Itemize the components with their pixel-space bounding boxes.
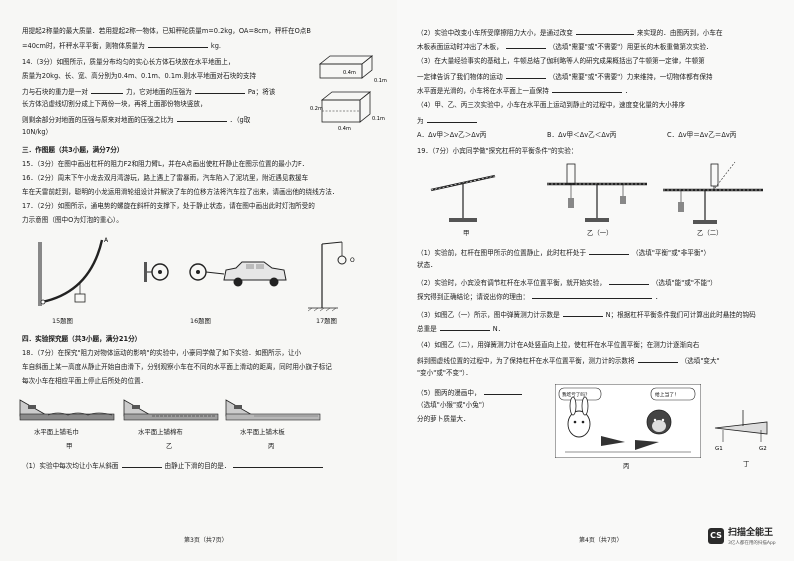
text-line: 质量为20kg、长、宽、高分别为0.4m、0.1m、0.1m.则水平地面对石块的… [22, 72, 257, 80]
carrot-balance-figure: G1 G2 [714, 410, 768, 452]
text-line: 用提起2称量的最大质量．若用提起2称一物体，已知秤砣质量m=0.2kg，OA=8… [22, 27, 311, 35]
cartoon-label-bing: 丙 [623, 462, 630, 470]
camscanner-logo-icon: CS [708, 528, 724, 544]
text-line: 为 [417, 115, 480, 125]
question-19-5: （5）图丙的漫画中， [417, 387, 525, 397]
right-page: （2）实验中改变小车所受摩擦阻力大小，是通过改变来实现的．由图丙到，小车在 木板… [397, 0, 794, 561]
question-18: 18．（7分）在探究"阻力对物体运动的影响"的实验中，小豪同学做了如下实验．如图… [22, 349, 302, 357]
figure-16-pulleys-car [144, 261, 287, 287]
option-a: A．Δv甲＞Δv乙＞Δv丙 [417, 131, 487, 139]
lamp-center-label: O [350, 257, 355, 264]
question-19-1: （1）实验前，杠杆在图甲所示的位置静止，此时杠杆处于（选填"平衡"或"非平衡"） [417, 249, 711, 257]
g1-label: G1 [715, 446, 723, 452]
text-line: 10N/kg） [22, 128, 53, 136]
ramp-label-bing: 丙 [268, 442, 275, 450]
text-line: 木板表面运动时冲出了木板，（选填"需要"或"不需要"）用更长的木板重做第次实验． [417, 43, 713, 51]
text-line: 探究得到正确结论；请说出你的理由：． [417, 293, 662, 301]
question-18-1: （1）实验中每次均让小车从斜面由静止下滑的目的是． [22, 460, 326, 470]
text-line: 水平面是光滑的，小车将在水平面上一直保持． [417, 87, 632, 95]
question-16: 16．（2分）周末下午小龙去双月湾游玩，路上遇上了雷暴雨，汽车陷入了泥坑里，附近… [22, 174, 309, 182]
option-c: C．Δv甲＝Δv乙＝Δv丙 [667, 131, 737, 139]
watermark-slogan: 3亿人都在用的扫描App [728, 541, 776, 546]
lever-label-yi-1: 乙（一） [587, 229, 613, 237]
monkey-speech-bubble: 给上当了！ [655, 391, 679, 398]
left-page: 用提起2称量的最大质量．若用提起2称一物体，已知秤砣质量m=0.2kg，OA=8… [19, 27, 387, 544]
rabbit-speech-bubble: 我吃亏了吗？ [562, 391, 590, 398]
block-height-label: 0.1m [374, 78, 387, 84]
ramp-cotton-figure [123, 399, 219, 421]
ramp-label-jia: 甲 [66, 442, 73, 450]
question-18-2: （2）实验中改变小车所受摩擦阻力大小，是通过改变来实现的．由图丙到，小车在 [417, 29, 723, 37]
section-heading: 四．实验探究题（共3小题，满分21分） [22, 335, 142, 343]
figure-15-lever: A [38, 237, 109, 306]
question-14: 14.（3分）如图所示，质量分布均匀的实心长方体石块放在水平地面上， [22, 58, 235, 66]
text-line: 车在天雷前赶到，聪明的小龙运用滑轮组设计并解決了车的位移方法将汽车拉了出来，请画… [22, 188, 339, 196]
block2-height-label: 0.1m [372, 116, 385, 122]
rabbit-monkey-cartoon: 我吃亏了吗？ 给上当了！ [555, 384, 701, 458]
text-line: 状态． [417, 261, 437, 269]
text-line: 力示意图（图中O为灯泡的重心）。 [22, 216, 123, 224]
section-heading: 三．作图题（共3小题，满分7分） [22, 146, 124, 154]
question-18-3: （3）在大量经验事实的基础上，牛顿总结了伽利略等人的研究成果概括出了牛顿第一定律… [417, 57, 705, 65]
lever-label-yi-2: 乙（二） [697, 229, 723, 237]
figure-17-lamp: O [307, 241, 355, 312]
question-19-2: （2）实验时，小宾没有调节杠杆在水平位置平衡，就开始实验，（选填"能"或"不能"… [417, 279, 717, 287]
question-15: 15．（3分）在图中画出杠杆的阻力F2和阻力臂L，并在A点画出使杠杆静止在图示位… [22, 160, 309, 168]
block-figure: 0.4m 0.1m 0.2m 0.1m 0.4m [310, 55, 387, 132]
ramp-wood-figure [225, 399, 321, 421]
text-line: 每次小车在相应平面上停止后所处的位置． [22, 377, 148, 385]
text-line: "变小"或"不变"）． [417, 369, 472, 377]
block2-length-label: 0.4m [338, 126, 351, 132]
figure-17-caption: 17题图 [316, 317, 337, 325]
figure-16-caption: 16题图 [190, 317, 211, 325]
lever-figure-yi-2 [663, 161, 763, 224]
text-line: 一定律告诉了我们物体的运动（选填"需要"或"不需要"）力来维持，一切物体都有保持 [417, 73, 713, 81]
page-footer: 第4页（共7页） [579, 537, 623, 544]
ramp-towel-figure [19, 399, 115, 421]
scanner-watermark: CS 扫描全能王 3亿人都在用的扫描App [708, 526, 792, 556]
lever-figure-jia [430, 174, 496, 222]
g2-label: G2 [759, 446, 767, 452]
figure-ding-label: 丁 [743, 460, 750, 468]
text-line: （选填"小猴"或"小兔"） [417, 401, 489, 409]
watermark-brand: 扫描全能王 [728, 528, 774, 538]
question-19-4: （4）如图乙（二），用弹簧测力计在A处竖直向上拉，使杠杆在水平位置平衡；在测力计… [417, 341, 700, 349]
question-19: 19．（7分）小宾同学做"探究杠杆的平衡条件"的实验： [417, 147, 578, 155]
option-b: B．Δv甲＜Δv乙＜Δv丙 [547, 131, 617, 139]
question-18-4: （4）甲、乙、丙三次实验中，小车在水平面上运动到静止的过程中，速度变化量的大小排… [417, 101, 685, 109]
ramp-cotton-caption: 水平面上铺棉布 [138, 428, 183, 436]
lever-label-jia: 甲 [463, 229, 470, 237]
ramp-label-yi: 乙 [166, 442, 173, 450]
ramp-towel-caption: 水平面上铺毛巾 [34, 428, 79, 436]
lever-figure-yi-1 [547, 163, 647, 222]
block-length-label: 0.4m [343, 70, 356, 76]
figure-15-caption: 15题图 [52, 317, 73, 325]
text-line: 分的萝卜质量大． [417, 415, 470, 423]
page-footer: 第3页（共7页） [184, 537, 228, 544]
text-line: 车自斜面上某一高度从静止开始自由滑下，分别观察小车在不同的水平面上滑动的距离，同… [22, 363, 332, 371]
text-line: 则剩余部分对地面的压强与原来对地面的压强之比为．（g取 [22, 116, 251, 124]
point-a-label: A [104, 237, 109, 244]
text-line: 长方体沿虚线切割分成上下两份一块，再将上面那份物块竖放， [22, 100, 207, 108]
text-line: 斜到图虚线位置的过程中，为了保持杠杆在水平位置平衡，测力计的示数将（选填"变大" [417, 357, 720, 365]
block2-width-label: 0.2m [310, 106, 323, 112]
question-17: 17．（2分）如图所示，通电势的螺旋在斜杆的支撑下，处于静止状态，请在图中画出此… [22, 202, 315, 210]
ramp-wood-caption: 水平面上铺木板 [240, 428, 285, 436]
